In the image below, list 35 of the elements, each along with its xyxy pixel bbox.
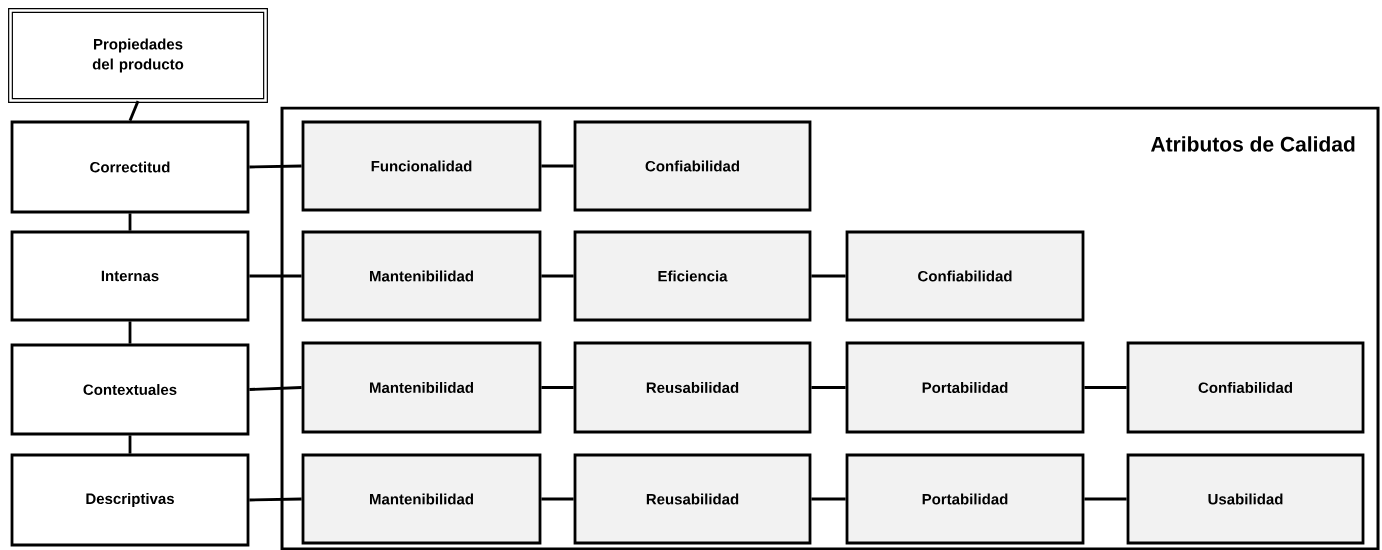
category-box: Correctitud [10,120,250,214]
connector-line [541,386,574,389]
connector-line [249,164,302,169]
connector-line [541,164,574,168]
title-box: Propiedades del producto [8,8,268,103]
category-box: Contextuales [10,343,250,436]
attribute-box: Confiabilidad [573,120,812,212]
category-box: Internas [10,230,250,322]
connector-line [1084,497,1127,501]
attribute-box: Eficiencia [573,230,812,322]
attribute-box: Mantenibilidad [301,453,542,545]
connector-line [1084,386,1127,389]
connector-line [249,497,302,502]
category-box: Descriptivas [10,453,250,547]
attribute-box: Portabilidad [845,453,1085,545]
attribute-box: Funcionalidad [301,120,542,212]
connector-line [128,100,140,122]
connector-line [249,386,302,391]
attribute-box: Reusabilidad [573,341,812,434]
connector-line [811,497,846,501]
connector-line [811,386,846,389]
attribute-box: Portabilidad [845,341,1085,434]
attribute-box: Reusabilidad [573,453,812,545]
connector-line [541,497,574,501]
attribute-box: Mantenibilidad [301,230,542,322]
connector-line [541,274,574,278]
connector-line [128,213,132,231]
connector-line [811,274,846,278]
attribute-box: Confiabilidad [845,230,1085,322]
attribute-box: Confiabilidad [1126,341,1365,434]
attribute-box: Usabilidad [1126,453,1365,545]
connector-line [128,435,132,454]
connector-line [249,274,302,278]
connector-line [128,321,132,344]
attribute-box: Mantenibilidad [301,341,542,434]
